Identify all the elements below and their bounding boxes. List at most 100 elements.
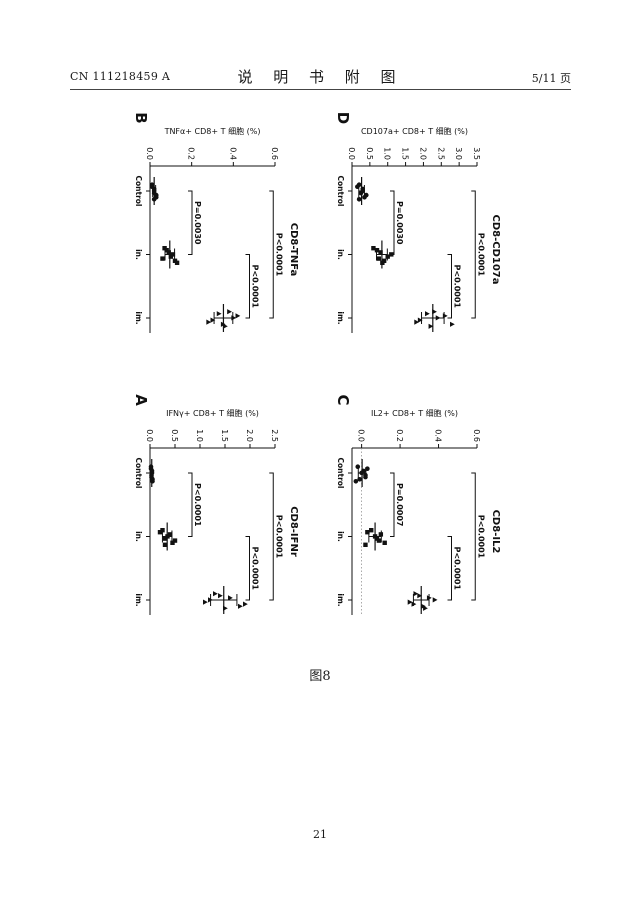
data-point	[376, 538, 382, 543]
y-tick-label: 0.4	[434, 429, 443, 442]
p-value-label: P<0.0001	[453, 265, 462, 309]
data-point	[203, 599, 208, 605]
y-tick-label: 2.0	[245, 429, 254, 442]
p-value-label: P<0.0001	[453, 547, 462, 591]
data-point	[432, 597, 438, 603]
patent-number: CN 111218459 A	[70, 70, 171, 83]
data-point	[157, 530, 163, 535]
data-point	[160, 256, 165, 261]
y-tick-label: 0.0	[357, 429, 366, 442]
page-indicator: 5/11 页	[531, 72, 571, 85]
data-point	[369, 528, 374, 533]
x-tick-label: Control	[134, 457, 143, 488]
x-tick-label: in.	[336, 249, 345, 260]
data-point	[417, 317, 423, 323]
rotated-plot: 0.60.40.20.0Controlin.im.P=0.0030P<0.000…	[132, 112, 299, 333]
x-tick-label: in.	[134, 531, 143, 542]
p-value-label: P<0.0001	[251, 265, 260, 309]
data-point	[425, 311, 430, 317]
y-tick-label: 0.0	[145, 429, 154, 442]
data-point	[376, 256, 381, 261]
significance-bracket	[471, 190, 476, 319]
y-tick-label: 1.5	[220, 429, 229, 442]
x-tick-label: Control	[336, 175, 345, 206]
data-point	[428, 323, 434, 329]
data-point	[411, 601, 417, 607]
p-value-label: P<0.0001	[274, 233, 283, 277]
data-point	[363, 192, 369, 198]
y-tick-label: 2.5	[436, 147, 445, 160]
y-tick-label: 1.0	[383, 147, 392, 160]
x-tick-label: im.	[134, 311, 143, 324]
chart-d: 3.53.02.52.01.51.00.50.0Controlin.im.P=0…	[334, 112, 501, 333]
data-point	[414, 319, 420, 325]
x-tick-label: im.	[134, 593, 143, 606]
data-point	[353, 479, 359, 484]
y-tick-label: 0.0	[347, 147, 356, 160]
data-point	[450, 321, 455, 327]
data-point	[228, 595, 233, 601]
y-tick-label: 1.5	[401, 147, 410, 160]
x-tick-label: in.	[336, 531, 345, 542]
panel-letter: B	[132, 112, 150, 123]
data-point	[382, 540, 387, 546]
data-point	[356, 197, 362, 202]
significance-bracket	[471, 472, 476, 601]
data-point	[423, 605, 428, 611]
y-tick-label: 0.5	[170, 429, 179, 442]
p-value-label: P=0.0030	[193, 201, 202, 245]
y-tick-label: 0.6	[270, 147, 279, 160]
data-point	[153, 192, 159, 198]
x-tick-label: in.	[134, 249, 143, 260]
p-value-label: P<0.0001	[476, 515, 485, 559]
significance-bracket	[269, 472, 274, 601]
data-point	[213, 591, 218, 597]
y-tick-label: 2.5	[270, 429, 279, 442]
y-tick-label: 0.5	[365, 147, 374, 160]
data-point	[371, 246, 376, 251]
panel-letter: A	[132, 394, 150, 406]
data-point	[227, 309, 232, 315]
y-tick-label: 0.0	[145, 147, 154, 160]
p-value-label: P<0.0001	[193, 483, 202, 527]
data-point	[174, 260, 180, 266]
data-point	[162, 542, 168, 548]
significance-bracket	[188, 190, 193, 255]
x-tick-label: im.	[336, 593, 345, 606]
significance-bracket	[390, 472, 395, 537]
p-value-label: P=0.0030	[395, 201, 404, 245]
data-point	[206, 319, 212, 325]
panel-title: CD8-CD107a	[490, 214, 501, 284]
y-axis-label: IFNγ+ CD8+ T 细胞 (%)	[166, 408, 259, 418]
rotated-plot: 0.60.40.20.0Controlin.im.P=0.0007P<0.000…	[334, 394, 501, 615]
chart-b: 0.60.40.20.0Controlin.im.P=0.0030P<0.000…	[132, 112, 299, 333]
p-value-label: P=0.0007	[395, 483, 404, 526]
data-point	[216, 311, 222, 317]
data-point	[235, 313, 241, 319]
y-tick-label: 1.0	[195, 429, 204, 442]
significance-bracket	[245, 254, 250, 319]
page-number: 21	[313, 828, 327, 841]
chart-a: 2.52.01.51.00.50.0Controlin.im.P<0.0001P…	[132, 394, 299, 615]
chart-c: 0.60.40.20.0Controlin.im.P=0.0007P<0.000…	[334, 394, 501, 615]
data-point	[218, 593, 223, 599]
x-tick-label: Control	[336, 457, 345, 488]
page-header: CN 111218459 A 说 明 书 附 图 5/11 页	[70, 66, 571, 88]
y-tick-label: 2.0	[418, 147, 427, 160]
y-tick-label: 3.0	[454, 147, 463, 160]
data-point	[374, 248, 380, 253]
panel-title: CD8-IL2	[490, 510, 501, 554]
data-point	[417, 593, 423, 599]
y-tick-label: 0.2	[187, 147, 196, 160]
data-point	[149, 184, 155, 189]
data-point	[243, 601, 248, 607]
panel-title: CD8-IFNr	[288, 506, 299, 557]
y-axis-label: CD107a+ CD8+ T 细胞 (%)	[361, 126, 468, 136]
section-title: 说 明 书 附 图	[237, 68, 404, 86]
y-tick-label: 0.2	[395, 429, 404, 442]
y-axis-label: TNFα+ CD8+ T 细胞 (%)	[164, 126, 261, 136]
